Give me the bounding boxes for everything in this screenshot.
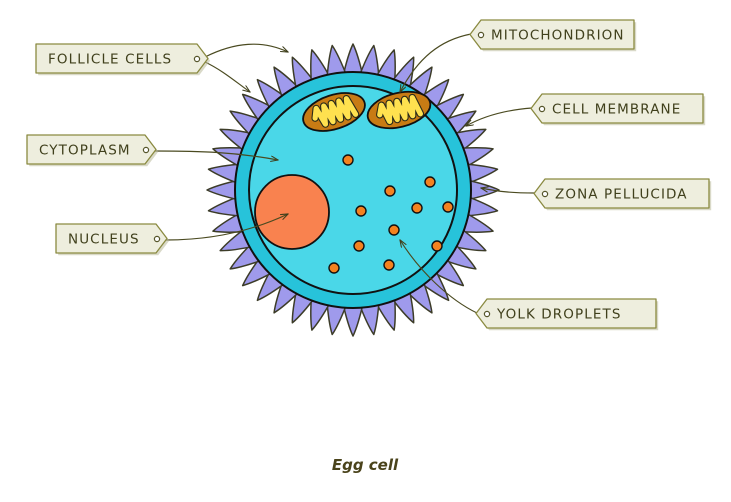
leader-line bbox=[466, 107, 533, 126]
leader-lines-layer bbox=[154, 33, 536, 314]
label-tag-nucleus[interactable]: NUCLEUS bbox=[55, 223, 170, 256]
yolk-droplets-layer bbox=[328, 154, 454, 274]
mitochondria-layer bbox=[302, 90, 432, 132]
yolk-droplet bbox=[384, 185, 396, 197]
label-tag-body[interactable] bbox=[469, 19, 635, 50]
label-tag-eyelet bbox=[153, 235, 161, 243]
yolk-droplet bbox=[442, 201, 454, 213]
yolk-droplet bbox=[342, 154, 354, 166]
label-tag-eyelet bbox=[193, 55, 201, 63]
mitochondrion-cristae bbox=[312, 96, 359, 127]
label-tag-body[interactable] bbox=[26, 134, 157, 165]
yolk-droplet bbox=[355, 205, 367, 217]
label-tag-text: CYTOPLASM bbox=[39, 143, 131, 159]
labels-layer: FOLLICLE CELLS CYTOPLASM NUCLEUS MITOCHONDR… bbox=[26, 19, 712, 331]
label-tag-zona-pellucida[interactable]: ZONA PELLUCIDA bbox=[533, 178, 712, 211]
label-tag-eyelet bbox=[483, 310, 491, 318]
leader-line bbox=[400, 33, 472, 92]
label-tag-body[interactable] bbox=[55, 223, 168, 254]
label-tag-follicle-cells[interactable]: FOLLICLE CELLS bbox=[35, 43, 211, 76]
yolk-droplet bbox=[388, 224, 400, 236]
label-tag-text: NUCLEUS bbox=[68, 232, 140, 248]
label-tag-yolk-droplets[interactable]: YOLK DROPLETS bbox=[475, 298, 659, 331]
label-tag-mitochondrion[interactable]: MITOCHONDRION bbox=[469, 19, 637, 52]
label-tag-text: FOLLICLE CELLS bbox=[48, 52, 172, 68]
label-tag-text: YOLK DROPLETS bbox=[496, 307, 622, 323]
label-tag-body[interactable] bbox=[530, 93, 704, 124]
label-tag-cytoplasm[interactable]: CYTOPLASM bbox=[26, 134, 159, 167]
mitochondrion bbox=[302, 92, 366, 132]
nucleus-body bbox=[254, 174, 330, 250]
label-tag-eyelet bbox=[541, 190, 549, 198]
leader-line bbox=[154, 150, 278, 160]
leader-line bbox=[400, 240, 478, 314]
mitochondrion-cristae bbox=[377, 94, 423, 125]
label-tag-body[interactable] bbox=[475, 298, 657, 329]
yolk-droplet bbox=[424, 176, 436, 188]
yolk-droplet bbox=[411, 202, 423, 214]
leader-line bbox=[165, 214, 288, 241]
label-tag-body[interactable] bbox=[533, 178, 710, 209]
yolk-droplet bbox=[383, 259, 395, 271]
label-tag-eyelet bbox=[477, 31, 485, 39]
yolk-droplet bbox=[353, 240, 365, 252]
yolk-droplet bbox=[431, 240, 443, 252]
leader-line bbox=[204, 61, 250, 92]
leader-line bbox=[204, 43, 288, 58]
label-tag-text: CELL MEMBRANE bbox=[552, 102, 681, 118]
figure-caption: Egg cell bbox=[332, 456, 399, 474]
mitochondrion bbox=[366, 90, 432, 130]
yolk-droplet bbox=[328, 262, 340, 274]
label-tag-body[interactable] bbox=[35, 43, 209, 74]
follicle-cell-microvillus bbox=[326, 44, 348, 81]
label-tag-text: MITOCHONDRION bbox=[491, 28, 625, 44]
leader-line bbox=[481, 188, 536, 194]
label-tag-eyelet bbox=[142, 146, 150, 154]
label-tag-eyelet bbox=[538, 105, 546, 113]
label-tag-text: ZONA PELLUCIDA bbox=[555, 187, 688, 203]
label-tag-cell-membrane[interactable]: CELL MEMBRANE bbox=[530, 93, 706, 126]
